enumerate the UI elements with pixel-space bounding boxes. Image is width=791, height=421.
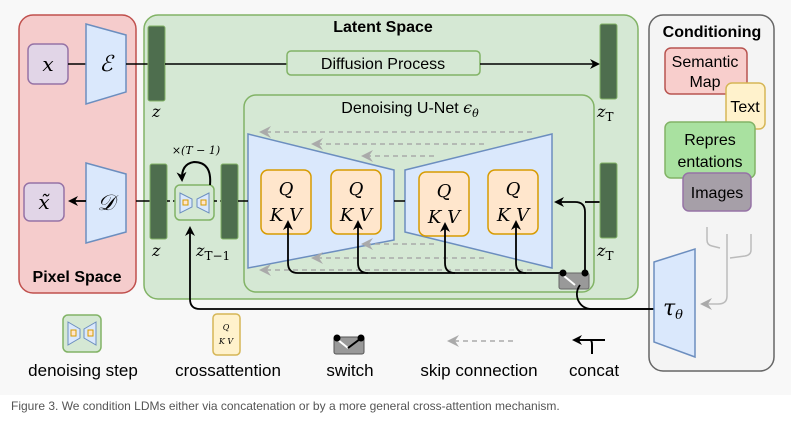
unet-label: Denoising U-Net ϵθ xyxy=(341,98,479,120)
input-x: x xyxy=(27,43,69,85)
conditioning-semantic-map: Semantic Map xyxy=(664,47,748,95)
skip-connections-top xyxy=(259,126,532,162)
crossattention-block: Q K V xyxy=(330,169,382,235)
ldm-diagram: Pixel Space Latent Space Conditioning x … xyxy=(18,14,775,380)
zT-label: zT xyxy=(596,102,613,124)
crossattention-block: Q K V xyxy=(418,171,470,237)
figure: Pixel Space Latent Space Conditioning x … xyxy=(18,14,775,380)
svg-text:Q: Q xyxy=(223,323,230,332)
conditioning-representations: Repres entations xyxy=(664,121,756,179)
concat-icon xyxy=(589,339,605,354)
svg-text:Diffusion Process: Diffusion Process xyxy=(321,56,445,73)
svg-text:x̃: x̃ xyxy=(38,190,50,214)
svg-text:x: x xyxy=(42,52,53,76)
legend-switch-label: switch xyxy=(326,361,373,380)
switch xyxy=(558,269,590,290)
latent-z-bar-2 xyxy=(149,163,168,240)
svg-text:K V: K V xyxy=(496,205,531,226)
zT-label-2: zT xyxy=(596,241,613,263)
conditioning-feed xyxy=(185,226,680,310)
figure-caption: Figure 3. We condition LDMs either via c… xyxy=(11,399,560,413)
svg-text:K V: K V xyxy=(218,337,235,346)
crossattention-icon: Q K V xyxy=(212,313,241,356)
conditioning-text: Text xyxy=(725,82,766,130)
crossattention-block: Q K V xyxy=(260,169,312,235)
zT-1-label: zT−1 xyxy=(195,241,230,263)
denoising-step xyxy=(174,184,215,221)
decoder: 𝒟 xyxy=(85,162,127,244)
denoising-step-icon xyxy=(62,314,102,353)
svg-text:K V: K V xyxy=(427,207,462,228)
svg-text:Q: Q xyxy=(349,179,364,200)
conditioning-label: Conditioning xyxy=(663,24,762,41)
latent-z-bar xyxy=(147,25,166,102)
svg-text:K V: K V xyxy=(339,205,374,226)
svg-text:Text: Text xyxy=(730,99,760,116)
legend: denoising step Q K V crossattention swit… xyxy=(28,313,619,380)
crossattention-feeds xyxy=(283,197,600,274)
switch-icon xyxy=(333,334,365,355)
svg-text:Q: Q xyxy=(437,181,452,202)
pixel-space-label: Pixel Space xyxy=(33,269,122,286)
repeat-loop-arrow xyxy=(176,160,212,186)
repeat-label: ×(T − 1) xyxy=(172,144,220,157)
svg-text:Q: Q xyxy=(506,179,521,200)
legend-crossattention-label: crossattention xyxy=(175,361,281,380)
svg-text:Semantic: Semantic xyxy=(672,54,739,71)
svg-text:Q: Q xyxy=(279,179,294,200)
legend-concat-label: concat xyxy=(569,361,619,380)
legend-denoising-step-label: denoising step xyxy=(28,361,138,380)
crossattention-block: Q K V xyxy=(487,169,539,235)
latent-zT-1-bar xyxy=(220,163,239,240)
z-label: z xyxy=(151,102,161,121)
svg-text:𝒟: 𝒟 xyxy=(97,191,119,216)
svg-text:Images: Images xyxy=(691,185,743,202)
tau-encoder: τθ xyxy=(653,247,696,359)
svg-text:Repres: Repres xyxy=(684,132,736,149)
output-x-tilde: x̃ xyxy=(23,182,65,222)
svg-text:entations: entations xyxy=(678,154,743,171)
encoder: ℰ xyxy=(85,23,127,106)
svg-text:τθ: τθ xyxy=(663,296,683,323)
svg-text:K V: K V xyxy=(269,205,304,226)
svg-text:Map: Map xyxy=(689,74,720,91)
skip-connections-bottom xyxy=(259,238,532,276)
z-label-2: z xyxy=(151,241,161,260)
svg-text:ℰ: ℰ xyxy=(99,52,115,77)
latent-zT-bar xyxy=(599,23,618,100)
latent-zT-bar-2 xyxy=(599,162,618,239)
legend-skip-connection-label: skip connection xyxy=(420,361,537,380)
conditioning-images: Images xyxy=(682,172,752,212)
latent-space-label: Latent Space xyxy=(333,19,433,36)
conditioning-merge-lines xyxy=(700,227,752,310)
diffusion-process-box: Diffusion Process xyxy=(286,50,481,76)
